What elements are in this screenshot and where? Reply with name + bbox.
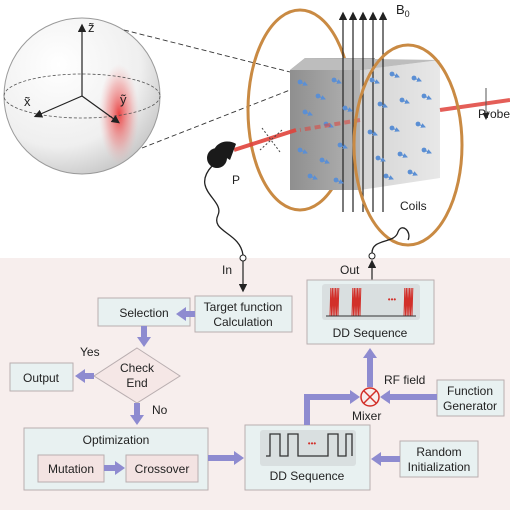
spin-arrow [333,79,342,84]
y-axis-label: ỹ [120,92,127,107]
spin-arrow [369,131,378,136]
optimization-label: Optimization [83,433,150,447]
z-axis-label: z̃ [88,20,95,35]
spin-arrow [304,111,313,116]
in-label: In [222,263,232,277]
target-function-line2: Calculation [213,315,272,329]
selection-label: Selection [119,306,168,320]
flowchart: Target function Calculation Selection Ch… [9,279,505,491]
x-axis-label: x̃ [24,94,31,109]
rf-pulse [329,287,340,317]
rf-pulse [403,287,414,317]
spin-arrow [299,149,308,154]
function-generator-line1: Function [447,384,493,398]
mutation-label: Mutation [48,462,94,476]
selection-box [97,297,191,327]
dd-sequence-top-label: DD Sequence [333,326,408,340]
spin-arrow [339,144,348,149]
spin-dot [389,125,395,131]
mixer-label: Mixer [352,409,381,423]
function-generator-box [436,379,505,417]
spin-arrow [317,95,326,100]
spin-arrow [385,175,394,180]
spin-arrow [417,123,426,128]
dd-dots-bottom: ••• [308,439,317,448]
check-end-line2: End [126,376,147,390]
coil-cable [371,227,410,254]
spin-arrow [423,95,432,100]
spin-arrow [309,175,318,180]
spin-arrow [401,99,410,104]
out-label: Out [340,263,360,277]
coil-front [352,43,464,247]
dd-pulse-train-bottom [266,433,353,457]
spin-arrow [391,73,400,78]
flow-arrows [75,307,437,475]
target-function-box [194,295,293,333]
random-init-line1: Random [416,445,461,459]
target-function-line1: Target function [204,300,283,314]
coils-label: Coils [400,199,427,213]
spin-arrow [399,153,408,158]
rf-field-label: RF field [384,373,425,387]
spin-arrow [409,171,418,176]
detector-cable [204,165,244,256]
bloch-sphere: z̃ x̃ ỹ [3,17,161,175]
spin-arrow [423,149,432,154]
probe-label: Probe [478,107,510,121]
random-init-box [399,440,479,478]
yes-label: Yes [80,345,100,359]
detector-label: P [232,173,240,187]
spin-arrow [413,77,422,82]
spin-arrow [377,157,386,162]
crossover-label: Crossover [135,462,190,476]
no-label: No [152,403,168,417]
spin-arrow [299,81,308,86]
spin-arrow [344,107,353,112]
vapor-cell-setup: B0 Probe Coils P In Out [204,2,510,293]
spin-arrow [391,127,400,132]
spin-arrow [371,79,380,84]
spin-arrow [379,103,388,108]
rf-pulse-train-top [326,287,416,317]
photodetector [214,141,236,160]
rf-pulse [351,287,362,317]
dd-sequence-bottom-label: DD Sequence [270,469,345,483]
crossover-box [125,454,199,483]
random-init-line2: Initialization [408,460,471,474]
function-generator-line2: Generator [443,399,497,413]
spin-arrow [321,159,330,164]
state-distribution [99,64,139,164]
check-end-line1: Check [120,361,155,375]
spin-arrow [335,179,344,184]
output-label: Output [23,371,60,385]
output-box [9,362,74,392]
dd-dots-top: ••• [388,295,397,304]
b0-label: B0 [396,2,410,19]
